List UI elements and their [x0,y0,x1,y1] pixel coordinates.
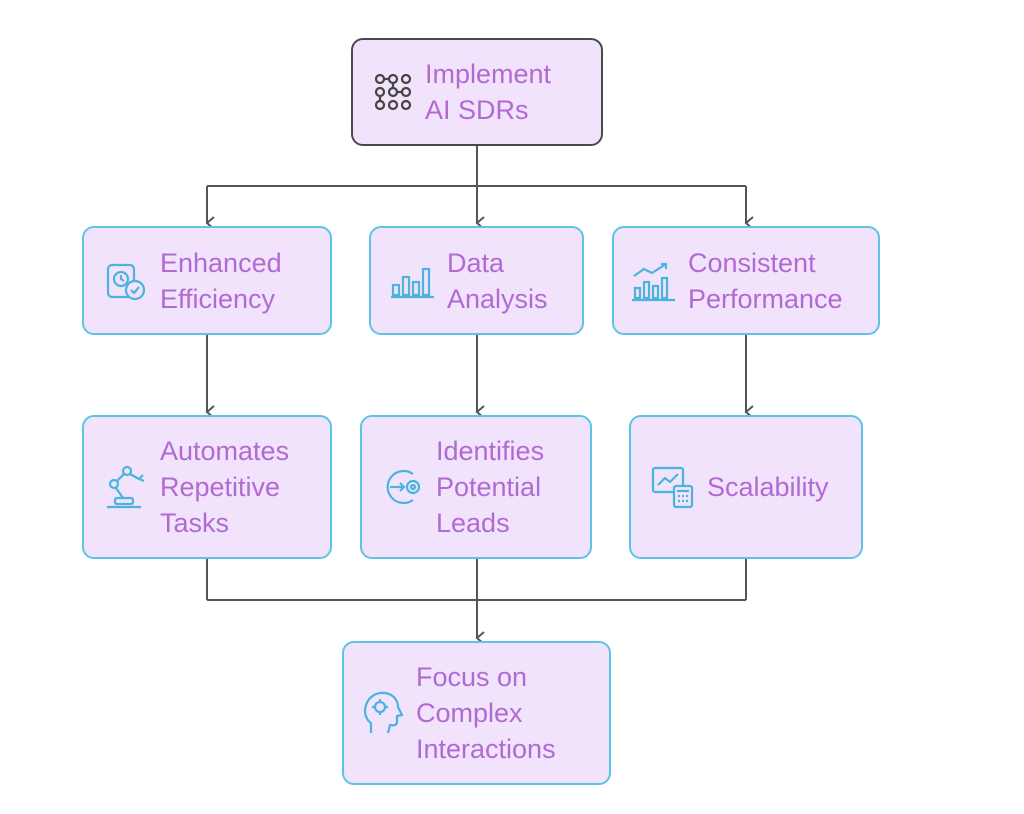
robot-arm-icon [100,462,150,512]
node-consistent-performance: Consistent Performance [612,226,880,335]
node-implement-ai-sdrs: Implement AI SDRs [351,38,603,146]
node-identifies-potential-leads: Identifies Potential Leads [360,415,592,559]
node-focus-on-complex-interactions: Focus on Complex Interactions [342,641,611,785]
target-arrow-icon [380,465,426,509]
node-label: Implement AI SDRs [425,59,552,125]
dot-grid-icon [371,72,415,112]
head-gear-icon [360,689,406,737]
node-label: Consistent Performance [688,247,843,314]
node-label: Automates Repetitive Tasks [160,436,290,538]
trending-chart-icon [630,260,678,302]
calculator-chart-icon [649,464,697,510]
node-label: Scalability [707,472,829,502]
clock-check-icon [102,259,150,303]
bar-chart-icon [389,263,437,299]
node-label: Data Analysis [447,247,548,314]
node-enhanced-efficiency: Enhanced Efficiency [82,226,332,335]
node-automates-repetitive-tasks: Automates Repetitive Tasks [82,415,332,559]
node-scalability: Scalability [629,415,863,559]
node-data-analysis: Data Analysis [369,226,584,335]
node-label: Identifies Potential Leads [436,436,545,538]
node-label: Enhanced Efficiency [160,247,282,314]
node-label: Focus on Complex Interactions [416,662,556,764]
